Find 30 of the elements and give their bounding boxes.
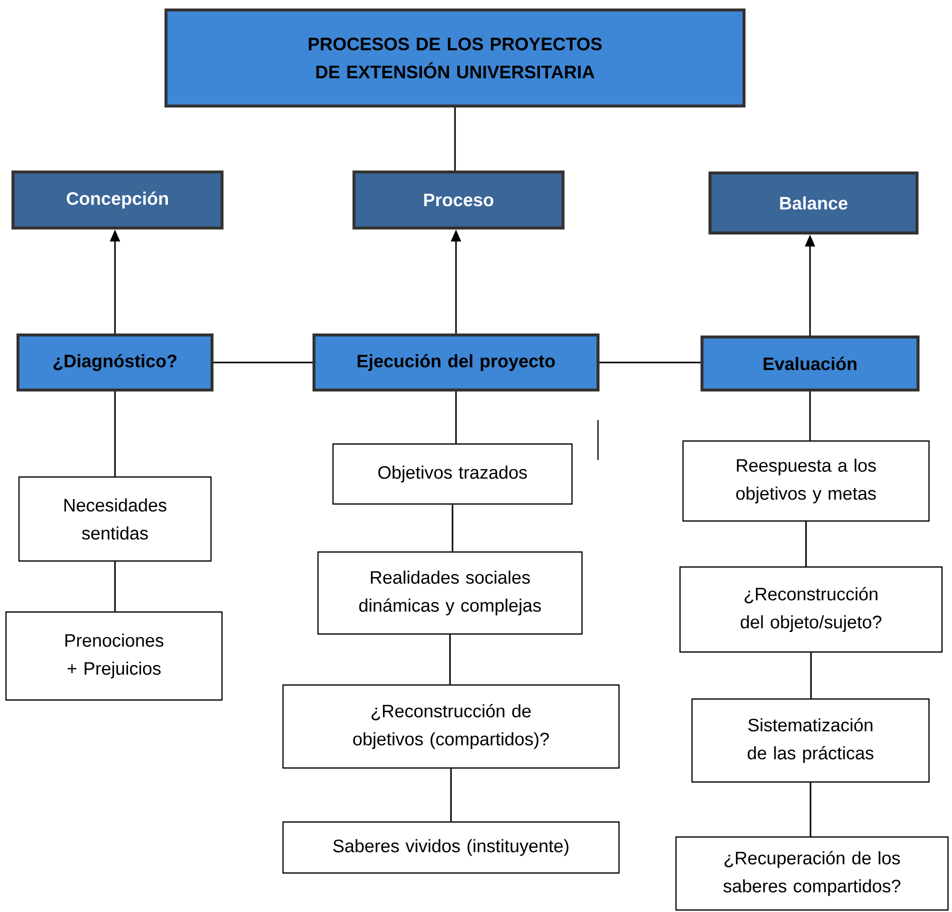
phase-box: Evaluación	[700, 336, 920, 392]
connector-line	[452, 504, 454, 552]
phase-box: Ejecución del proyecto	[312, 334, 600, 392]
text-box: Realidades sociales dinámicas y complejas	[317, 551, 583, 635]
connector-line	[449, 634, 451, 684]
text-box: Sistematización de las prácticas	[691, 698, 930, 783]
connector-line	[214, 362, 312, 364]
text-box: ¿Reconstrucción del objeto/sujeto?	[679, 566, 943, 653]
text-box: Necesidades sentidas	[18, 476, 212, 562]
text-box: ¿Recuperación de los saberes compartidos?	[675, 836, 949, 911]
connector-line	[455, 392, 457, 444]
stage-box: Proceso	[352, 170, 564, 230]
title-box: PROCESOS DE LOS PROYECTOS DE EXTENSIÓN UNIVERSITARIA	[164, 8, 746, 108]
text-box: Saberes vividos (instituyente)	[282, 821, 620, 874]
connector-line	[114, 392, 116, 476]
stage-box: Concepción	[12, 170, 224, 230]
stage-box: Balance	[708, 172, 919, 234]
text-box: Objetivos trazados	[332, 443, 573, 505]
connector-line	[810, 652, 812, 698]
text-box: Prenociones + Prejuicios	[5, 611, 223, 701]
connector-line	[809, 392, 811, 440]
connector-line	[114, 562, 116, 612]
connector-line	[805, 522, 807, 566]
phase-box: ¿Diagnóstico?	[16, 334, 214, 392]
text-box: Reespuesta a los objetivos y metas	[682, 440, 930, 522]
connector-line	[810, 782, 812, 836]
connector-line	[600, 362, 700, 364]
connector-line	[450, 768, 452, 822]
connector-line	[454, 108, 456, 170]
text-box: ¿Reconstrucción de objetivos (compartidos)?	[282, 684, 620, 769]
